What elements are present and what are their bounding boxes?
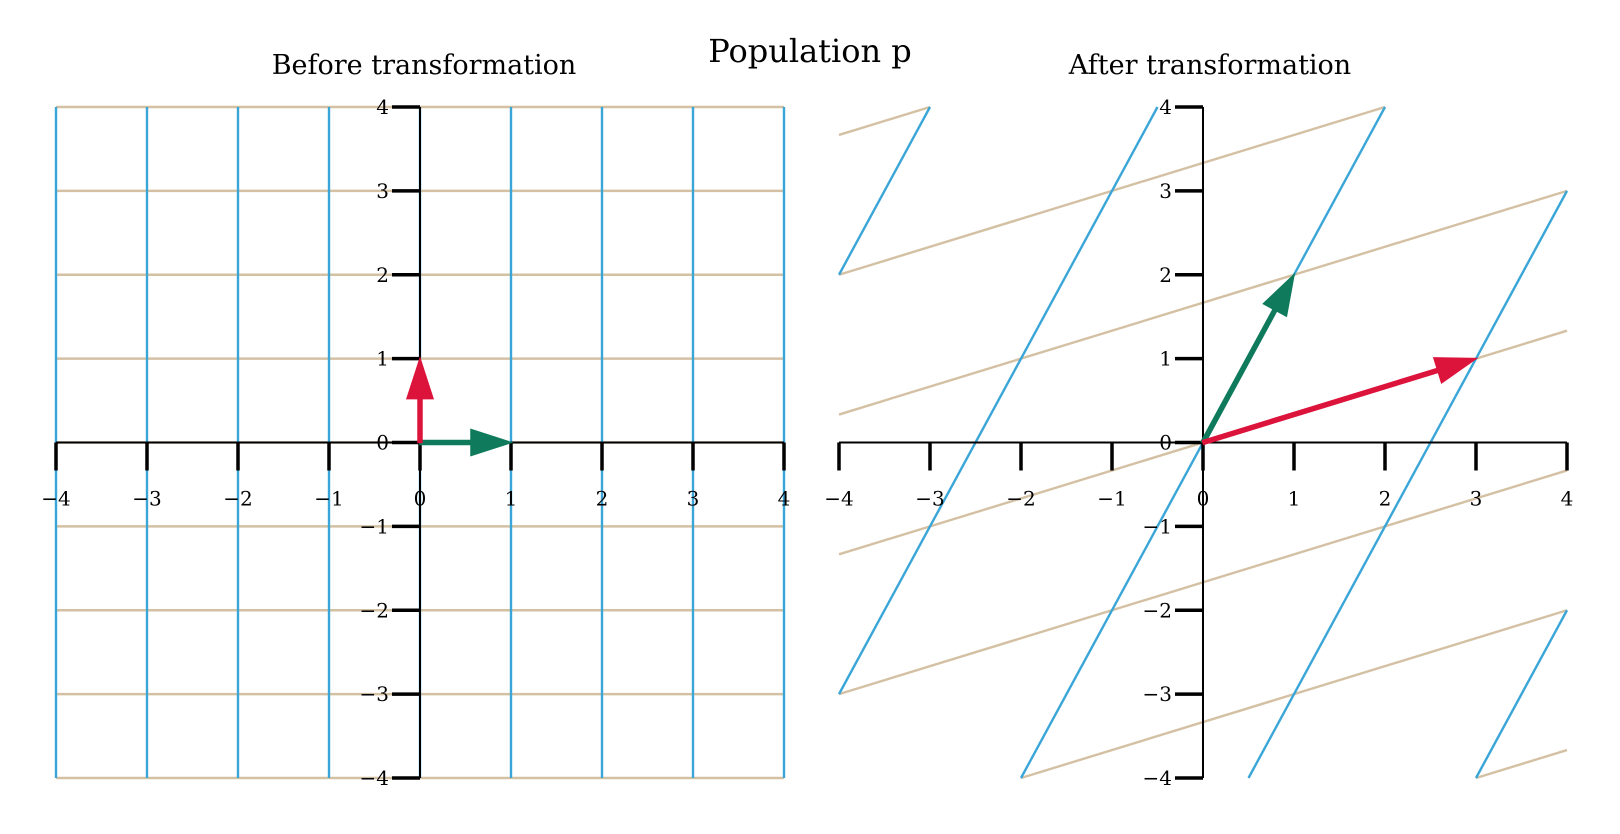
- x-tick-label: 2: [596, 487, 609, 511]
- y-tick-label: 4: [1159, 95, 1172, 119]
- x-tick-label: −3: [915, 487, 944, 511]
- x-tick-label: −3: [132, 487, 161, 511]
- x-tick-label: 4: [778, 487, 791, 511]
- y-tick-label: 0: [1159, 431, 1172, 455]
- x-tick-label: 0: [414, 487, 427, 511]
- vector-arrow: [1200, 272, 1296, 445]
- y-tick-label: 3: [1159, 179, 1172, 203]
- x-tick-label: −4: [41, 487, 70, 511]
- vector-arrow: [1201, 357, 1479, 446]
- y-tick-label: −2: [1143, 598, 1172, 622]
- y-tick-label: 2: [376, 263, 389, 287]
- x-tick-label: 1: [1288, 487, 1301, 511]
- y-tick-label: 2: [1159, 263, 1172, 287]
- x-tick-label: −2: [1006, 487, 1035, 511]
- vector-arrow: [405, 356, 435, 444]
- y-tick-label: 0: [376, 431, 389, 455]
- grid-line-horizontal: [838, 105, 931, 137]
- x-tick-label: 2: [1379, 487, 1392, 511]
- x-tick-label: 4: [1561, 487, 1574, 511]
- x-tick-label: −4: [824, 487, 853, 511]
- vector-arrow: [419, 428, 514, 457]
- y-tick-label: −3: [1143, 682, 1172, 706]
- x-tick-label: −1: [314, 487, 343, 511]
- y-tick-label: 4: [376, 95, 389, 119]
- x-tick-label: 3: [1470, 487, 1483, 511]
- grid-line-vertical: [837, 106, 932, 276]
- panel-before: Before transformation −4 −3 −2 −1 0 1 2 3 4 4 3 2 1 0…: [41, 50, 790, 790]
- y-tick-label: −1: [360, 514, 389, 538]
- y-tick-label: −1: [1143, 514, 1172, 538]
- grid-line-horizontal: [1475, 748, 1568, 780]
- grid-line-vertical: [837, 106, 1159, 695]
- y-tick-label: −2: [360, 598, 389, 622]
- grid-line-vertical: [1247, 190, 1569, 779]
- panel-before-title: Before transformation: [272, 50, 577, 81]
- y-tick-label: −4: [1143, 766, 1172, 790]
- y-tick-label: 1: [1159, 347, 1172, 371]
- x-tick-label: 3: [687, 487, 700, 511]
- figure-title: Population p: [708, 32, 912, 70]
- x-tick-label: −2: [223, 487, 252, 511]
- y-tick-label: 1: [376, 347, 389, 371]
- panel-after-title: After transformation: [1068, 50, 1351, 81]
- panel-before-plot: −4 −3 −2 −1 0 1 2 3 4 4 3 2 1 0 −1 −2 −3 −4: [41, 95, 790, 790]
- x-tick-label: 1: [505, 487, 518, 511]
- y-tick-label: 3: [376, 179, 389, 203]
- y-tick-label: −3: [360, 682, 389, 706]
- panel-after-plot: −4 −3 −2 −1 0 1 2 3 4 4 3 2 1 0 −1 −2 −3 −4: [824, 95, 1573, 790]
- x-tick-label: −1: [1097, 487, 1126, 511]
- y-tick-label: −4: [360, 766, 389, 790]
- grid-line-vertical: [1474, 609, 1569, 779]
- x-tick-label: 0: [1197, 487, 1210, 511]
